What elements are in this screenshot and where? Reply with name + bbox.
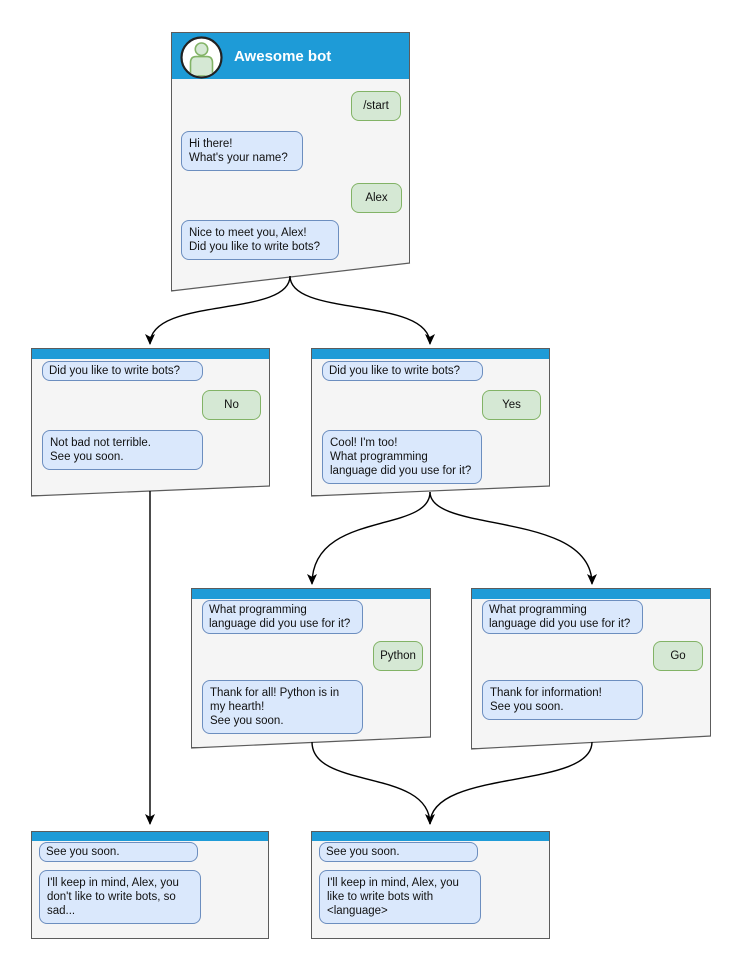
window-title-bar bbox=[32, 349, 269, 359]
bot-message-bubble: Thank for all! Python is in my hearth! S… bbox=[202, 680, 363, 735]
bot-message-bubble: See you soon. bbox=[319, 842, 478, 863]
chat-window-end-yes: See you soon. I'll keep in mind, Alex, y… bbox=[311, 831, 550, 939]
bot-message-bubble: Nice to meet you, Alex! Did you like to … bbox=[181, 220, 339, 261]
window-title-bar bbox=[472, 589, 710, 599]
chat-window-main: Awesome bot /start Hi there! What's your… bbox=[171, 32, 410, 291]
user-message-bubble: /start bbox=[351, 91, 401, 122]
bot-message-bubble: I'll keep in mind, Alex, you don't like … bbox=[39, 870, 201, 925]
chat-window-branch-no: Did you like to write bots? No Not bad n… bbox=[31, 348, 270, 496]
bot-message-bubble: Not bad not terrible. See you soon. bbox=[42, 430, 203, 471]
user-message-bubble: Go bbox=[653, 641, 703, 672]
bot-message-bubble: Hi there! What's your name? bbox=[181, 131, 303, 172]
bot-message-bubble: Did you like to write bots? bbox=[322, 361, 483, 382]
window-title-bar bbox=[312, 349, 549, 359]
chat-window-branch-yes: Did you like to write bots? Yes Cool! I'… bbox=[311, 348, 550, 496]
bot-message-bubble: What programming language did you use fo… bbox=[482, 600, 643, 635]
bot-avatar-icon bbox=[180, 36, 223, 79]
window-title-bar: Awesome bot bbox=[172, 33, 409, 79]
window-title: Awesome bot bbox=[234, 47, 332, 65]
bot-message-bubble: Did you like to write bots? bbox=[42, 361, 203, 382]
bot-message-bubble: What programming language did you use fo… bbox=[202, 600, 363, 635]
user-message-bubble: Alex bbox=[351, 183, 402, 214]
window-title-bar bbox=[192, 589, 430, 599]
chat-window-branch-python: What programming language did you use fo… bbox=[191, 588, 431, 748]
bot-message-bubble: See you soon. bbox=[39, 842, 198, 863]
chat-window-end-no: See you soon. I'll keep in mind, Alex, y… bbox=[31, 831, 269, 939]
bot-message-bubble: Cool! I'm too! What programming language… bbox=[322, 430, 482, 485]
user-message-bubble: Yes bbox=[482, 390, 541, 421]
bot-message-bubble: Thank for information! See you soon. bbox=[482, 680, 643, 721]
window-title-bar bbox=[312, 832, 549, 841]
window-title-bar bbox=[32, 832, 268, 841]
user-message-bubble: No bbox=[202, 390, 261, 421]
bot-message-bubble: I'll keep in mind, Alex, you like to wri… bbox=[319, 870, 481, 925]
chat-window-branch-go: What programming language did you use fo… bbox=[471, 588, 711, 749]
user-message-bubble: Python bbox=[373, 641, 423, 672]
